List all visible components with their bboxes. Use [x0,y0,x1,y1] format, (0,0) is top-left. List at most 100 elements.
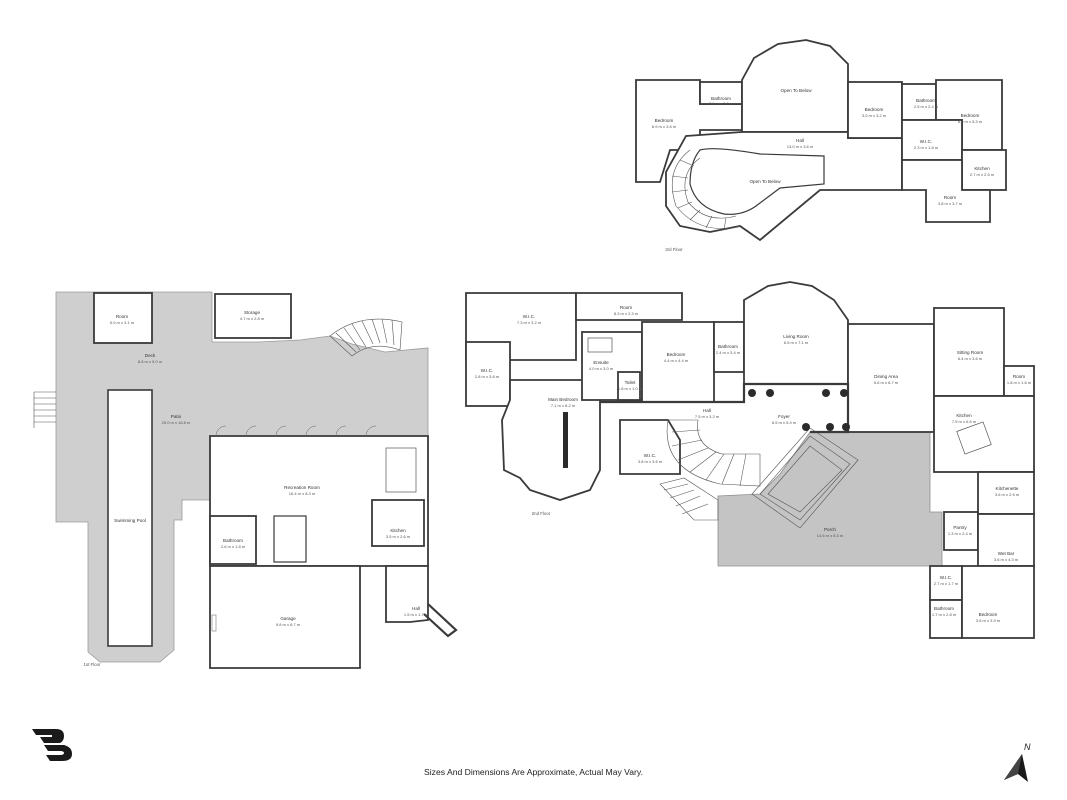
bedroom-third-mid-dim: 3.0 m x 3.2 m [862,113,887,118]
porch-label: Porch [824,527,836,532]
bedroom-second-floor[interactable] [641,321,715,403]
open-to-below-bottom [689,148,825,215]
kitchen-third-label: Kitchen [974,166,990,171]
wic-third-dim: 2.3 m x 1.8 m [914,145,939,150]
open-to-below-top-label: Open To Below [780,88,812,93]
ensuite-label: Ensuite [593,360,609,365]
wic-small[interactable] [465,341,511,407]
porch-steps [751,427,859,529]
bathroom-third-right-label: Bathroom [916,98,936,103]
bathroom-second-dim: 2.4 m x 3.4 m [716,350,741,355]
hall-first-label: Hall [412,606,420,611]
patio-label: Patio [171,414,182,419]
bathroom-bottom-dim: 1.7 m x 2.8 m [932,612,957,617]
bedroom-third-mid-label: Bedroom [865,107,884,112]
main-bedroom[interactable] [501,379,601,501]
kitchen-second-dim: 7.5 m x 6.6 m [952,419,977,424]
third-floor: 3rd Floor [635,39,1007,252]
tub [587,337,613,353]
bathroom-third-left-label: Bathroom [711,96,731,101]
garage-ramp [423,603,458,638]
garage-dim: 9.8 m x 6.7 m [276,622,301,627]
open-to-below-bottom-label: Open To Below [749,179,781,184]
bathroom-second-label: Bathroom [718,344,738,349]
kitchenette[interactable] [977,471,1035,515]
garage[interactable] [209,565,361,669]
second-floor: 2nd Floor [465,281,1035,639]
hall-third[interactable] [665,131,903,242]
kitchen-island-first [385,447,417,493]
recreation-room-dim: 16.4 m x 8.3 m [289,491,316,496]
hall-first-dim: 1.5 m x 1.7 m [404,612,429,617]
hall-second-label: Hall [703,408,711,413]
garage-label: Garage [280,616,296,621]
room-first-floor[interactable] [93,292,153,344]
bedroom-third-left-label: Bedroom [655,118,674,123]
kitchen-first-dim: 3.5 m x 2.6 m [386,534,411,539]
hall-third-dim: 13.0 m x 3.6 m [787,144,814,149]
main-bedroom-label: Main Bedroom [548,397,578,402]
hall-first-floor[interactable] [385,565,429,623]
second-floor-label: 2nd Floor [532,511,551,516]
pantry-dim: 1.3 m x 2.4 m [948,531,973,536]
room-second-floor[interactable] [575,292,683,321]
front-stair [659,477,719,521]
porch-dim: 14.6 m x 8.3 m [817,533,844,538]
main-bedroom-dim: 7.1 m x 8.2 m [551,403,576,408]
wic-lower-label: W.I.C. [644,453,657,458]
toilet[interactable] [617,371,641,401]
compass-letter: N [1024,742,1031,752]
hall-third-label: Hall [796,138,804,143]
foyer-label: Foyer [778,414,790,419]
pool-label: Swimming Pool [114,518,146,523]
pantry[interactable] [943,511,979,551]
dining-area[interactable] [847,323,935,433]
kitchenette-dim: 3.6 m x 2.5 m [995,492,1020,497]
wet-bar[interactable] [977,513,1035,567]
bedroom-third-right-dim: 6.0 m x 5.3 m [958,119,983,124]
room-second-dim: 8.3 m x 2.3 m [614,311,639,316]
bathroom-third-left-dim: 2.8 m x 2.6 m [709,101,734,106]
toilet-label: Toilet [625,380,636,385]
bedroom-second-label: Bedroom [667,352,686,357]
wic-small-dim: 2.8 m x 3.8 m [475,374,500,379]
kitchen-third-dim: 2.7 m x 2.5 m [970,172,995,177]
deck-dim: 8.8 m x 5.0 m [138,359,163,364]
patio-dim: 25.0 m x 18.8 m [162,420,191,425]
wic-lower-dim: 3.8 m x 3.6 m [638,459,663,464]
room-third[interactable] [901,159,991,223]
ensuite-dim: 4.0 m x 3.0 m [589,366,614,371]
swimming-pool [107,389,153,647]
storage-room[interactable] [214,293,292,339]
kitchen-third[interactable] [961,149,1007,191]
living-room[interactable] [743,281,849,385]
dining-area-label: Dining Area [874,374,898,379]
left-steps [33,391,56,428]
first-floor-label: 1st Floor [83,662,101,667]
kitchen-first-floor[interactable] [371,499,425,547]
sitting-room-label: Sitting Room [957,350,983,355]
porch-area [717,431,943,567]
closets [273,515,307,563]
bedroom-bottom[interactable] [961,565,1035,639]
living-room-label: Living Room [783,334,809,339]
wic-third-label: W.I.C. [920,139,933,144]
wic-lower[interactable] [619,419,681,475]
room-second-label: Room [620,305,632,310]
curved-stair-first-floor [329,318,403,357]
bedroom-bottom-dim: 3.6 m x 3.9 m [976,618,1001,623]
living-room-dim: 6.5 m x 7.1 m [784,340,809,345]
open-to-below-top [741,39,849,133]
recreation-room-label: Recreation Room [284,485,320,490]
curved-stair-third-floor [671,149,741,231]
room-third-dim: 3.8 m x 3.7 m [938,201,963,206]
bathroom-first-floor[interactable] [209,515,257,565]
wet-bar-label: Wet Bar [998,551,1015,556]
kitchen-island-second [956,421,992,455]
kitchen-first-label: Kitchen [390,528,406,533]
sitting-room[interactable] [933,307,1005,397]
wic-small-label: W.I.C. [481,368,494,373]
room-dim: 5.0 m x 3.1 m [110,320,135,325]
dining-area-dim: 5.6 m x 6.7 m [874,380,899,385]
